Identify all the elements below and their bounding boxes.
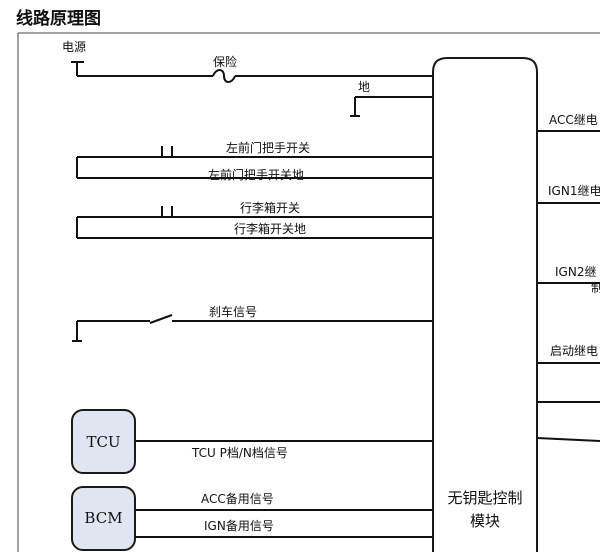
ign1-relay-label: IGN1继电 [548, 184, 600, 198]
start-relay-label: 启动继电 [550, 344, 598, 358]
fuse-label: 保险 [213, 54, 237, 69]
brake-signal-label: 刹车信号 [209, 304, 257, 319]
acc-relay-label: ACC继电 [549, 113, 598, 127]
diagram-title: 线路原理图 [16, 8, 101, 29]
handle-switch-contact [150, 146, 178, 158]
acc-backup-label: ACC备用信号 [201, 492, 274, 506]
module-label-line1: 无钥匙控制 [447, 489, 522, 507]
fuse-symbol [212, 69, 236, 83]
keyless-module-box [432, 57, 538, 552]
handle-switch-ground-label: 左前门把手开关地 [208, 167, 304, 182]
bcm-label: BCM [84, 509, 122, 527]
brake-switch-contact [149, 314, 173, 324]
trunk-switch-ground-label: 行李箱开关地 [234, 221, 306, 236]
output-wire-6 [536, 437, 600, 442]
trunk-switch-label: 行李箱开关 [240, 200, 300, 215]
tcu-label: TCU [86, 433, 120, 451]
ign2-relay-label-cont: 制 [591, 281, 600, 295]
module-label-line2: 模块 [470, 512, 500, 530]
bcm-box [71, 486, 136, 551]
tcu-signal-label: TCU P档/N档信号 [191, 446, 288, 460]
ground-label: 地 [358, 80, 370, 94]
handle-switch-label: 左前门把手开关 [226, 140, 310, 155]
ign-backup-label: IGN备用信号 [204, 519, 274, 533]
ign2-relay-label: IGN2继 [555, 265, 596, 279]
trunk-switch-contact [150, 206, 178, 218]
power-label: 电源 [62, 40, 86, 54]
